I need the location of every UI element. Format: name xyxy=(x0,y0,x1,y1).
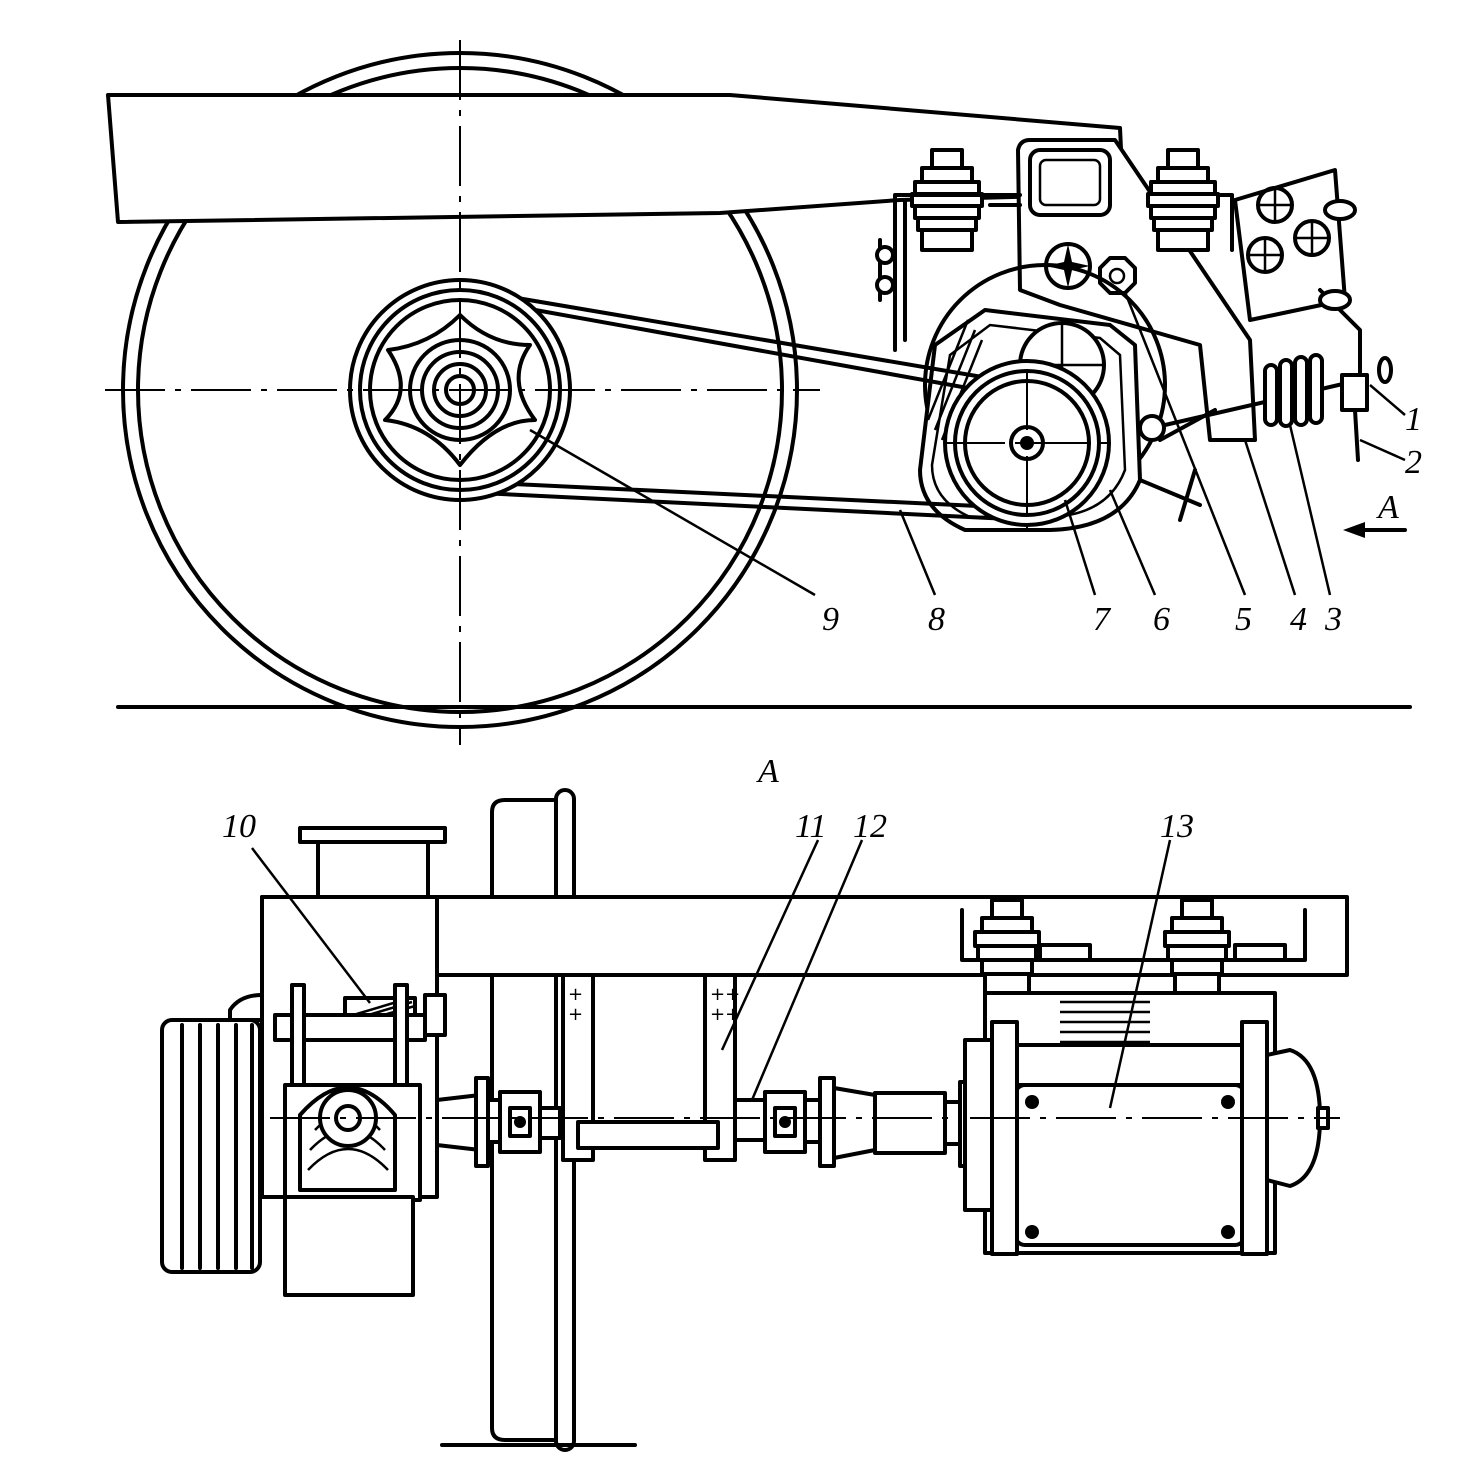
label-2: 2 xyxy=(1405,444,1422,481)
svg-text:++: ++ xyxy=(710,984,740,1005)
leader-lines-top xyxy=(529,291,1406,597)
shock-absorber-right xyxy=(1146,148,1220,252)
label-6: 6 xyxy=(1153,601,1170,638)
label-1: 1 xyxy=(1405,401,1422,438)
v-belt-8 xyxy=(458,288,1032,522)
suspension-bracket xyxy=(878,193,1234,352)
label-10: 10 xyxy=(222,808,256,845)
side-view: 1 2 A 9 8 7 6 5 4 3 xyxy=(105,40,1422,745)
label-view-a-arrow: A xyxy=(1376,489,1399,526)
leader-lines-bottom xyxy=(251,839,1172,1109)
adjusting-plate xyxy=(1233,168,1393,462)
label-9: 9 xyxy=(822,601,839,638)
view-a-title: A xyxy=(756,753,779,790)
shock-absorber-left xyxy=(910,148,984,252)
tension-device xyxy=(1138,378,1362,522)
view-a-arrow xyxy=(1343,522,1407,538)
spring-3 xyxy=(1263,353,1324,428)
svg-text:++: ++ xyxy=(710,1004,740,1025)
label-8: 8 xyxy=(928,601,945,638)
generator-mount-right xyxy=(1163,898,1231,1000)
label-5: 5 xyxy=(1235,601,1252,638)
generator-13 xyxy=(960,898,1340,1256)
multi-groove-pulley xyxy=(160,993,264,1274)
cardan-shaft-12: + + ++ ++ xyxy=(435,973,974,1168)
svg-text:+: + xyxy=(568,1004,583,1025)
rivets: + + ++ ++ xyxy=(568,984,740,1025)
view-a: A xyxy=(160,753,1349,1452)
label-4: 4 xyxy=(1290,601,1307,638)
bracket-window xyxy=(1028,148,1112,217)
label-3: 3 xyxy=(1324,601,1342,638)
label-13: 13 xyxy=(1160,808,1194,845)
label-11: 11 xyxy=(795,808,826,845)
svg-text:+: + xyxy=(568,984,583,1005)
label-7: 7 xyxy=(1093,601,1112,638)
label-12: 12 xyxy=(853,808,887,845)
